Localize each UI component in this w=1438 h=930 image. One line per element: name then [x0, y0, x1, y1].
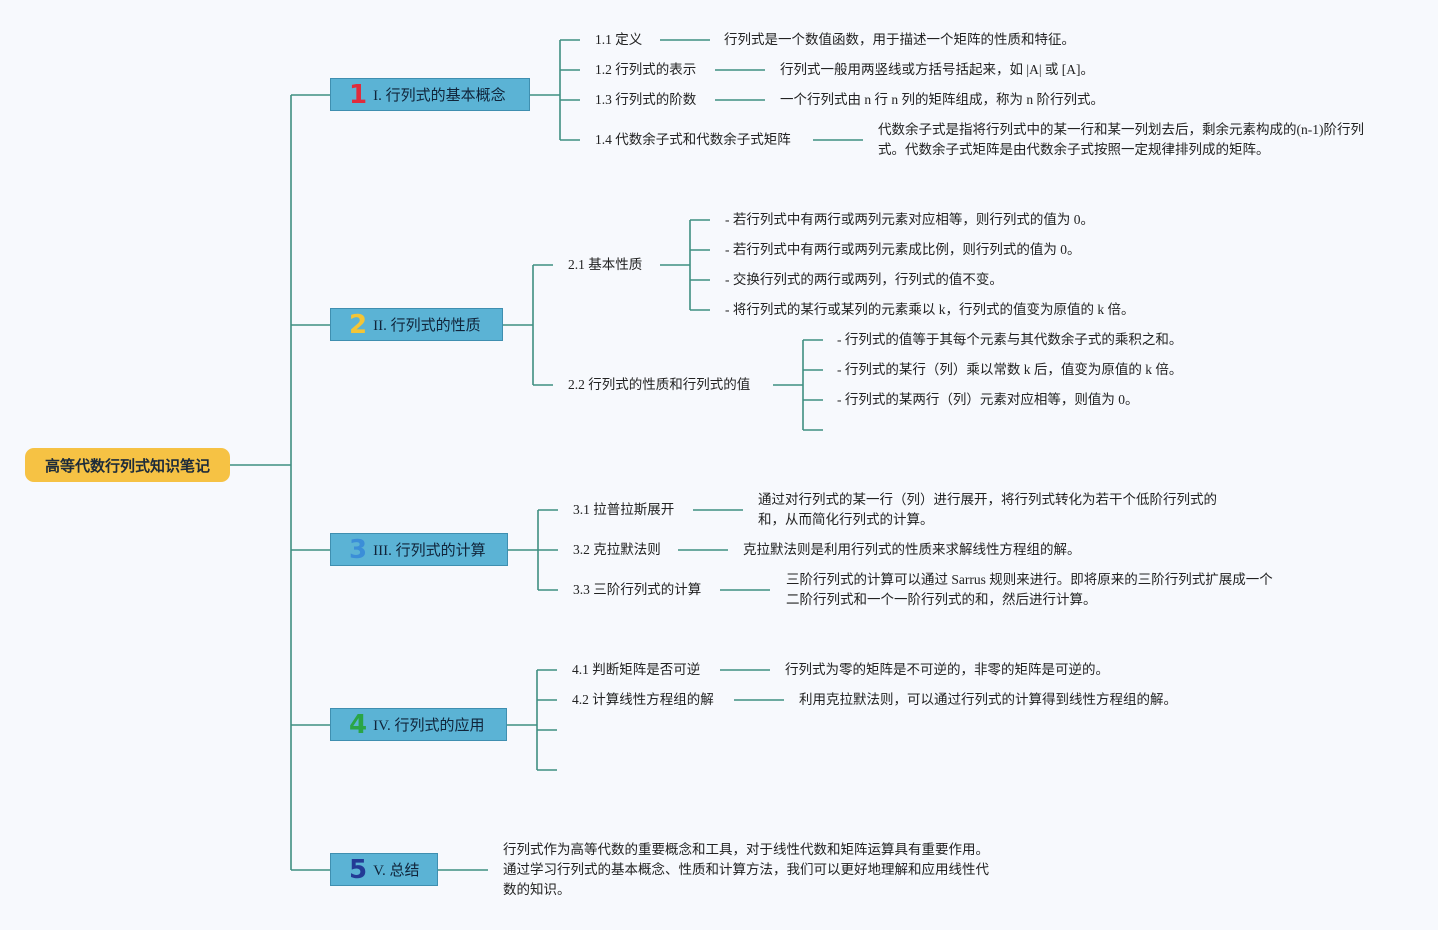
- topic-1-3[interactable]: 1.3 行列式的阶数: [595, 92, 697, 107]
- property-2-2-1: - 行列式的值等于其每个元素与其代数余子式的乘积之和。: [837, 332, 1183, 347]
- section-1-title: I. 行列式的基本概念: [373, 88, 506, 104]
- section-2-node[interactable]: 2 II. 行列式的性质: [330, 308, 503, 341]
- property-2-2-3: - 行列式的某两行（列）元素对应相等，则值为 0。: [837, 392, 1139, 407]
- desc-1-2: 行列式一般用两竖线或方括号括起来，如 |A| 或 [A]。: [780, 62, 1095, 77]
- root-node[interactable]: 高等代数行列式知识笔记: [25, 448, 230, 482]
- desc-1-4: 代数余子式是指将行列式中的某一行和某一列划去后，剩余元素构成的(n-1)阶行列式…: [878, 122, 1364, 157]
- number-3-icon: 3: [349, 534, 368, 565]
- number-2-icon: 2: [349, 309, 368, 340]
- section-4-node[interactable]: 4 IV. 行列式的应用: [330, 708, 507, 741]
- topic-1-2[interactable]: 1.2 行列式的表示: [595, 62, 697, 77]
- property-2-1-2: - 若行列式中有两行或两列元素成比例，则行列式的值为 0。: [725, 242, 1081, 257]
- property-2-1-3: - 交换行列式的两行或两列，行列式的值不变。: [725, 272, 1003, 287]
- desc-3-2: 克拉默法则是利用行列式的性质来求解线性方程组的解。: [743, 542, 1081, 557]
- topic-1-1[interactable]: 1.1 定义: [595, 32, 643, 47]
- topic-1-4[interactable]: 1.4 代数余子式和代数余子式矩阵: [595, 132, 791, 147]
- desc-3-1: 通过对行列式的某一行（列）进行展开，将行列式转化为若干个低阶行列式的和，从而简化…: [758, 492, 1217, 527]
- number-1-icon: 1: [349, 79, 368, 110]
- section-2-title: II. 行列式的性质: [373, 318, 481, 334]
- topic-3-1[interactable]: 3.1 拉普拉斯展开: [573, 502, 675, 517]
- desc-4-1: 行列式为零的矩阵是不可逆的，非零的矩阵是可逆的。: [785, 662, 1109, 677]
- number-4-icon: 4: [349, 709, 368, 740]
- property-2-1-4: - 将行列式的某行或某列的元素乘以 k，行列式的值变为原值的 k 倍。: [725, 302, 1135, 317]
- section-5-node[interactable]: 5 V. 总结: [330, 853, 438, 886]
- desc-5-1: 行列式作为高等代数的重要概念和工具，对于线性代数和矩阵运算具有重要作用。通过学习…: [503, 842, 989, 897]
- topic-2-1[interactable]: 2.1 基本性质: [568, 257, 643, 272]
- section-4-title: IV. 行列式的应用: [373, 718, 485, 734]
- topic-2-2[interactable]: 2.2 行列式的性质和行列式的值: [568, 377, 751, 392]
- number-5-icon: 5: [349, 854, 368, 885]
- property-2-2-2: - 行列式的某行（列）乘以常数 k 后，值变为原值的 k 倍。: [837, 362, 1183, 377]
- section-1-node[interactable]: 1 I. 行列式的基本概念: [330, 78, 530, 111]
- section-5-title: V. 总结: [373, 863, 420, 879]
- topic-3-3[interactable]: 3.3 三阶行列式的计算: [573, 582, 702, 597]
- topic-3-2[interactable]: 3.2 克拉默法则: [573, 542, 661, 557]
- topic-4-1[interactable]: 4.1 判断矩阵是否可逆: [572, 662, 701, 677]
- topic-4-2[interactable]: 4.2 计算线性方程组的解: [572, 692, 714, 707]
- desc-1-1: 行列式是一个数值函数，用于描述一个矩阵的性质和特征。: [724, 32, 1075, 47]
- desc-4-2: 利用克拉默法则，可以通过行列式的计算得到线性方程组的解。: [799, 692, 1177, 707]
- section-3-title: III. 行列式的计算: [373, 543, 486, 559]
- desc-3-3: 三阶行列式的计算可以通过 Sarrus 规则来进行。即将原来的三阶行列式扩展成一…: [786, 572, 1273, 607]
- section-3-node[interactable]: 3 III. 行列式的计算: [330, 533, 508, 566]
- property-2-1-1: - 若行列式中有两行或两列元素对应相等，则行列式的值为 0。: [725, 212, 1094, 227]
- desc-1-3: 一个行列式由 n 行 n 列的矩阵组成，称为 n 阶行列式。: [780, 92, 1104, 107]
- root-label: 高等代数行列式知识笔记: [44, 456, 210, 475]
